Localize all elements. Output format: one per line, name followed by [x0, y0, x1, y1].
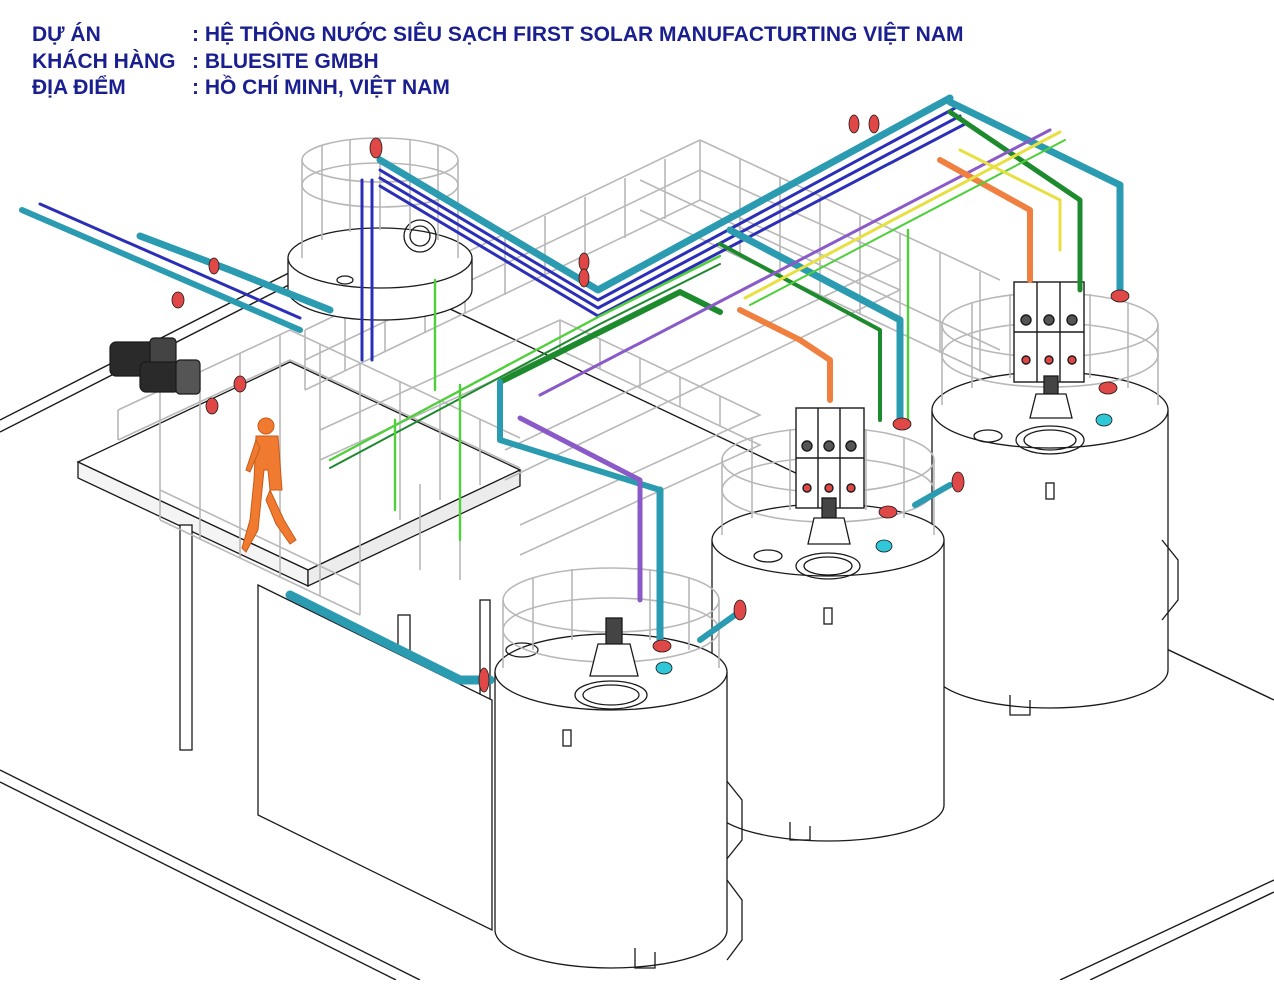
tank-back	[287, 219, 473, 321]
project-label: DỰ ÁN	[32, 23, 101, 46]
panel-middle	[795, 407, 865, 509]
tank-middle	[711, 503, 945, 861]
customer-value: : BLUESITE GMBH	[192, 49, 379, 73]
panel-right	[1013, 281, 1085, 383]
header-row-location: ĐỊA ĐIỂM : HỒ CHÍ MINH, VIỆT NAM	[32, 75, 964, 102]
tank-front	[494, 633, 743, 969]
piping	[19, 94, 1124, 685]
project-value: : HỆ THÔNG NƯỚC SIÊU SẠCH FIRST SOLAR MA…	[192, 23, 964, 46]
location-label: ĐỊA ĐIỂM	[32, 76, 126, 99]
agitator-front	[589, 617, 639, 677]
operator	[241, 417, 297, 553]
pump-2	[139, 359, 201, 395]
project-header: DỰ ÁN : HỆ THÔNG NƯỚC SIÊU SẠCH FIRST SO…	[32, 22, 964, 102]
location-value: : HỒ CHÍ MINH, VIỆT NAM	[192, 76, 450, 99]
tank-right	[931, 371, 1179, 716]
header-row-project: DỰ ÁN : HỆ THÔNG NƯỚC SIÊU SẠCH FIRST SO…	[32, 22, 964, 49]
flanges	[171, 114, 1130, 693]
agitator-right	[1029, 375, 1073, 419]
valves-cyan	[655, 413, 1113, 675]
header-row-customer: KHÁCH HÀNG : BLUESITE GMBH	[32, 49, 964, 76]
agitator-middle	[807, 497, 851, 545]
platform	[76, 361, 522, 932]
customer-label: KHÁCH HÀNG	[32, 49, 176, 73]
